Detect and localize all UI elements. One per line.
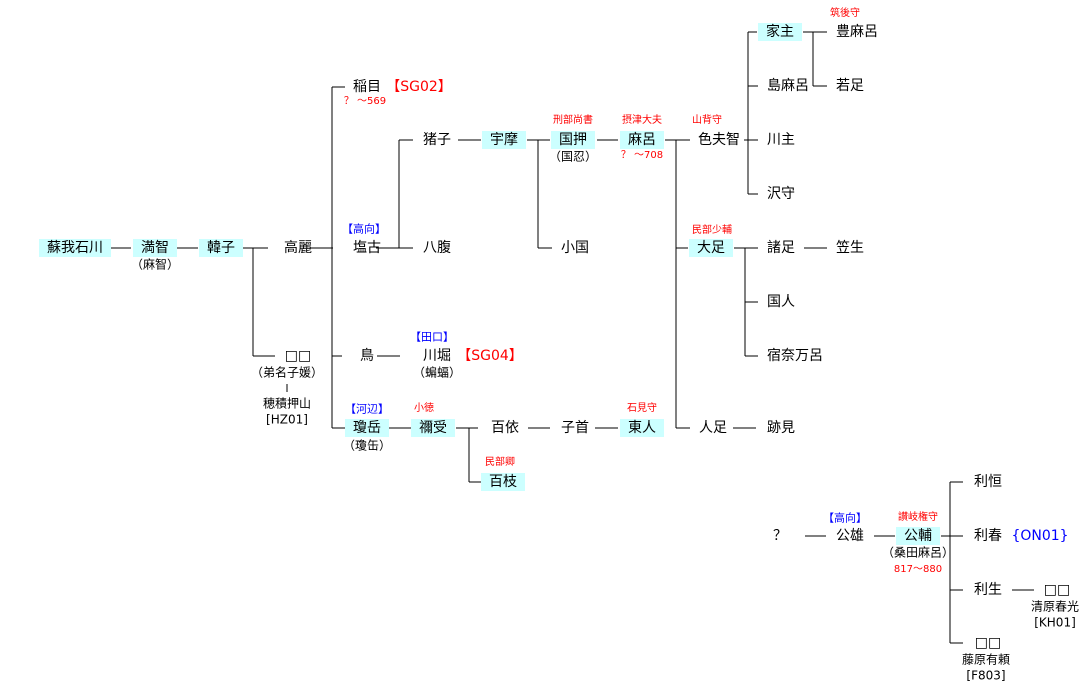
life-years: ？ ～569 [343, 96, 387, 107]
spouse-name: 穂積押山 [262, 396, 312, 411]
person-koma[interactable]: 高麗 [284, 240, 312, 256]
life-years: 817～880 [893, 564, 943, 575]
alt-name: （桑田麻呂） [881, 545, 955, 560]
person-yahara[interactable]: 八腹 [423, 240, 451, 256]
office-label: 民部卿 [485, 457, 515, 468]
person-kawanushi[interactable]: 川主 [767, 132, 795, 148]
person-momoe[interactable]: 百枝 [481, 473, 525, 491]
office-label: 摂津大夫 [622, 115, 662, 126]
person-unknown[interactable]: □□ [284, 348, 312, 364]
person-hitotari[interactable]: 人足 [699, 420, 727, 436]
alt-name: （蝙蝠） [412, 365, 462, 380]
person-ishikawa[interactable]: 蘇我石川 [39, 239, 111, 257]
person-unknown-daughter[interactable]: □□ [974, 635, 1002, 651]
reference-code[interactable]: [KH01] [1034, 615, 1076, 630]
person-otari[interactable]: 大足 [689, 239, 733, 257]
person-kawahori[interactable]: 川堀 [423, 348, 451, 364]
person-toshitsune[interactable]: 利恒 [974, 474, 1002, 490]
reference-code[interactable]: 【SG02】 [386, 79, 452, 95]
person-wakatari[interactable]: 若足 [836, 78, 864, 94]
person-karako[interactable]: 韓子 [199, 239, 243, 257]
spouse-name: 清原春光 [1030, 599, 1080, 614]
person-tori[interactable]: 鳥 [360, 348, 374, 364]
person-nezu[interactable]: 禰受 [411, 419, 455, 437]
person-toshinari[interactable]: 利生 [974, 582, 1002, 598]
reference-code[interactable]: 【SG04】 [457, 348, 523, 364]
person-yakanushi[interactable]: 家主 [758, 23, 802, 41]
reference-code[interactable]: [F803] [966, 668, 1006, 683]
person-kunihito[interactable]: 国人 [767, 294, 795, 310]
person-machi[interactable]: 満智 [133, 239, 177, 257]
person-uma[interactable]: 宇摩 [482, 131, 526, 149]
person-kimio[interactable]: 公雄 [836, 528, 864, 544]
person-shiohuru[interactable]: 塩古 [353, 240, 381, 256]
person-okuni[interactable]: 小国 [561, 240, 589, 256]
alt-name: （瓊缶） [342, 438, 392, 453]
office-label: 筑後守 [830, 8, 860, 19]
clan-label: 【高向】 [342, 222, 386, 236]
alt-name: （国忍） [548, 149, 598, 164]
person-shibuchi[interactable]: 色夫智 [698, 132, 740, 148]
clan-label: 【河辺】 [345, 402, 389, 416]
office-label: 山背守 [692, 115, 722, 126]
person-sawamori[interactable]: 沢守 [767, 186, 795, 202]
person-toshiharu[interactable]: 利春 [974, 528, 1002, 544]
person-maro[interactable]: 麻呂 [620, 131, 664, 149]
person-unknown-father[interactable]: ？ [773, 528, 787, 544]
person-iname[interactable]: 稲目 [353, 79, 381, 95]
person-morotari[interactable]: 諸足 [767, 240, 795, 256]
clan-label: 【田口】 [410, 330, 454, 344]
spouse-name: 藤原有頼 [961, 652, 1011, 667]
person-azumahito[interactable]: 東人 [620, 419, 664, 437]
office-label: 石見守 [627, 403, 657, 414]
office-label: 讃岐権守 [898, 512, 938, 523]
person-kunioshi[interactable]: 国押 [551, 131, 595, 149]
person-kimisuke[interactable]: 公輔 [896, 527, 940, 545]
person-unknown-daughter[interactable]: □□ [1043, 582, 1071, 598]
office-label: 刑部尚書 [553, 115, 593, 126]
person-momoyori[interactable]: 百依 [491, 420, 519, 436]
reference-code[interactable]: [HZ01] [266, 412, 308, 427]
person-shimamaro[interactable]: 島麻呂 [767, 78, 809, 94]
clan-label: 【高向】 [823, 511, 867, 525]
person-kasau[interactable]: 笠生 [836, 240, 864, 256]
person-nukadake[interactable]: 瓊岳 [345, 419, 389, 437]
alt-name: （弟名子媛） [250, 365, 324, 380]
person-kobito[interactable]: 子首 [561, 420, 589, 436]
rank-label: 小徳 [414, 403, 434, 414]
office-label: 民部少輔 [692, 225, 732, 236]
person-iko[interactable]: 猪子 [423, 132, 451, 148]
alt-name: （麻智） [130, 257, 180, 272]
reference-code[interactable]: {ON01} [1011, 528, 1069, 544]
person-toyomaro[interactable]: 豊麻呂 [836, 24, 878, 40]
person-sukunamaro[interactable]: 宿奈万呂 [767, 348, 823, 364]
person-tomi[interactable]: 跡見 [767, 420, 795, 436]
life-years: ？ ～708 [620, 150, 664, 161]
